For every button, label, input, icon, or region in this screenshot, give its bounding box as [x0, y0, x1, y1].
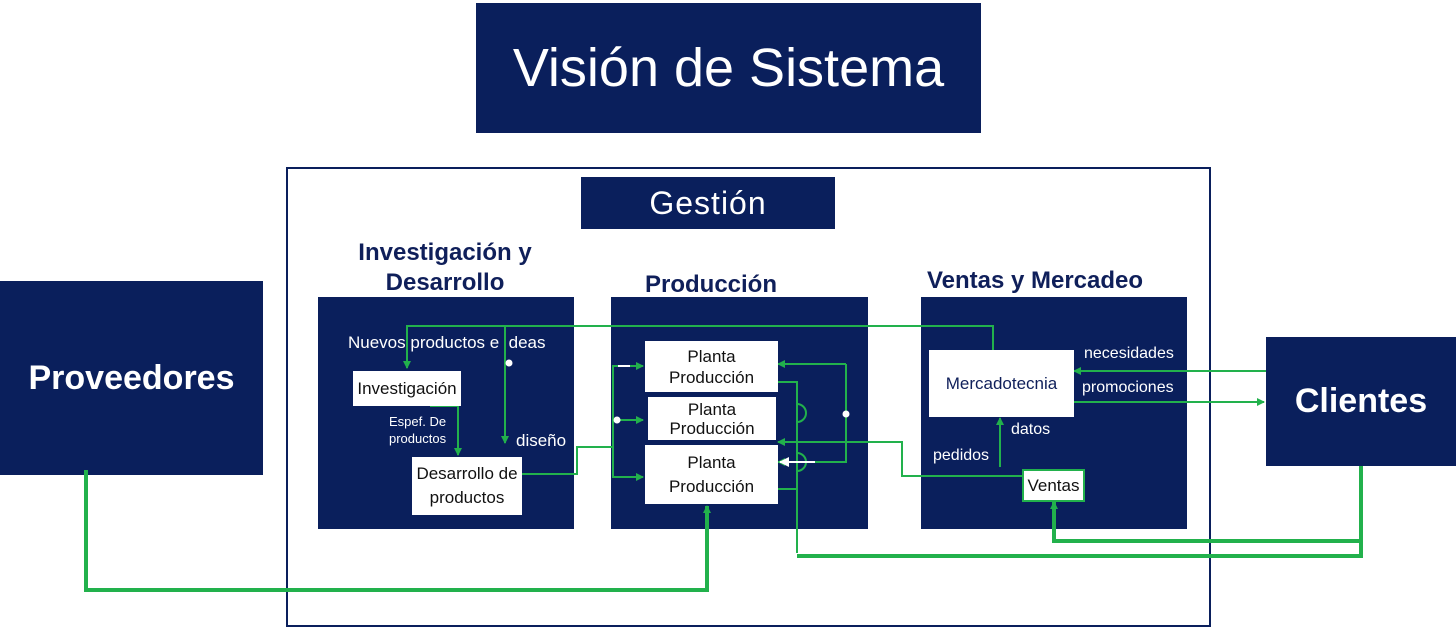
label-necesidades: necesidades — [1084, 345, 1174, 362]
proveedores-box: Proveedores — [0, 281, 263, 475]
label-datos: datos — [1011, 421, 1051, 438]
clientes-label: Clientes — [1294, 382, 1428, 420]
heading-investigacion-desarrollo: Investigación y Desarrollo — [358, 239, 532, 296]
label-diseno: diseño — [516, 431, 567, 450]
title-banner: Visión de Sistema — [476, 3, 981, 133]
page-title: Visión de Sistema — [512, 38, 945, 98]
gestion-frame — [286, 167, 1211, 627]
node-planta-produccion-2-label: Planta Producción — [669, 399, 755, 438]
node-mercadotecnia: Mercadotecnia — [929, 350, 1074, 417]
node-desarrollo-productos: Desarrollo de productos — [412, 457, 522, 515]
node-mercadotecnia-label: Mercadotecnia — [945, 373, 1058, 393]
node-ventas: Ventas — [1022, 469, 1085, 502]
gestion-label: Gestión — [649, 184, 767, 221]
node-planta-produccion-3-label: Planta Producción — [668, 452, 755, 496]
label-nuevos-productos: Nuevos productos e deas — [348, 333, 546, 352]
label-promociones: promociones — [1082, 379, 1174, 396]
node-planta-produccion-1: Planta Producción — [645, 341, 778, 392]
node-desarrollo-productos-label: Desarrollo de productos — [416, 464, 518, 507]
heading-ventas-mercadeo: Ventas y Mercadeo — [926, 267, 1144, 294]
node-investigacion: Investigación — [353, 371, 461, 406]
node-planta-produccion-2: Planta Producción — [648, 397, 776, 440]
gestion-banner: Gestión — [581, 177, 835, 229]
node-planta-produccion-3: Planta Producción — [645, 445, 778, 504]
node-ventas-label: Ventas — [1027, 475, 1080, 495]
clientes-box: Clientes — [1266, 337, 1456, 466]
label-espef-productos: Espef. De productos — [389, 414, 447, 446]
proveedores-label: Proveedores — [28, 358, 235, 397]
heading-produccion: Producción — [644, 271, 777, 298]
node-planta-produccion-1-label: Planta Producción — [668, 346, 755, 387]
label-pedidos: pedidos — [933, 447, 990, 464]
node-investigacion-label: Investigación — [357, 378, 457, 398]
